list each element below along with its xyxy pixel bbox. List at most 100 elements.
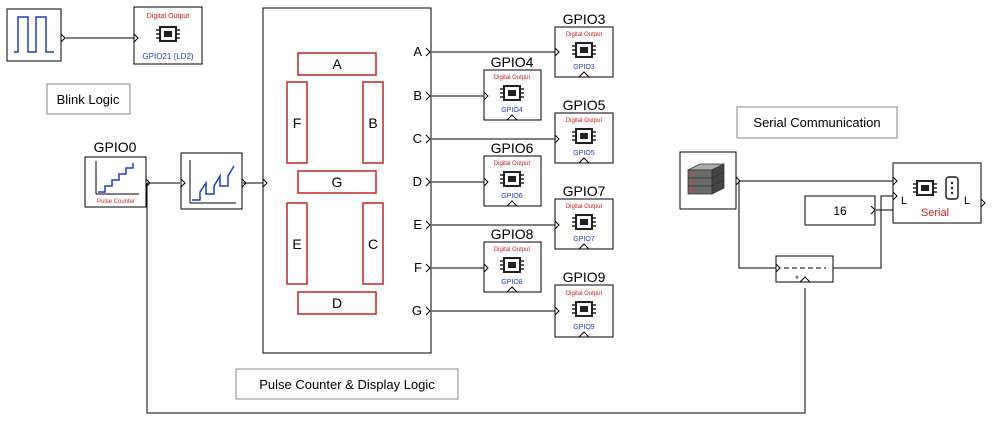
input-port-icon: [799, 276, 811, 283]
serial-label: Serial: [921, 207, 949, 219]
wire-mult-serial: [833, 195, 893, 269]
dout-gpio3[interactable]: GPIO3 Digital Output GPIO3: [554, 11, 614, 78]
sawtooth-icon: [192, 165, 235, 201]
seg-label-e: E: [292, 236, 301, 252]
output-port-icon: [145, 178, 151, 188]
dout-title-label: GPIO3: [563, 11, 606, 27]
seg-label-a: A: [332, 56, 342, 72]
serial-port-in: L: [901, 195, 907, 207]
dout-pin: GPIO8: [501, 279, 523, 286]
chip-icon: [912, 180, 938, 196]
port-label-a: A: [413, 44, 422, 59]
wire-server-mult: [738, 181, 776, 269]
chip-icon: [571, 214, 597, 230]
chip-icon: [571, 42, 597, 58]
serial-port-out: L: [964, 195, 970, 207]
dout-title-label: GPIO6: [491, 140, 534, 156]
chip-icon: [571, 301, 597, 317]
segment-e: [286, 202, 308, 285]
segment-f: [286, 81, 308, 164]
chip-icon: [571, 128, 597, 144]
output-port-icon: [60, 33, 66, 43]
dout-gpio5[interactable]: GPIO5 Digital Output GPIO5: [554, 97, 614, 164]
seven-segment-display[interactable]: A B C D E F G A B C D E F G: [262, 7, 432, 354]
segment-b: [362, 81, 384, 164]
counter-title: GPIO0: [94, 139, 137, 155]
input-port-icon: [775, 263, 781, 273]
input-port-icon: [180, 178, 186, 188]
blink-logic-label-box: Blink Logic: [46, 83, 131, 115]
chip-icon: [499, 257, 525, 273]
output-port-icon: [870, 205, 876, 215]
dout-caption: Digital Output: [566, 118, 603, 124]
dout-title-label: GPIO9: [563, 269, 606, 285]
dout-pin: GPIO9: [573, 324, 595, 331]
dout-title-label: GPIO5: [563, 97, 606, 113]
square-wave-block[interactable]: [6, 8, 66, 62]
segment-c: [362, 202, 384, 285]
input-port-icon: [133, 33, 139, 43]
port-label-f: F: [414, 260, 422, 275]
server-block[interactable]: [679, 151, 741, 210]
port-label-e: E: [413, 217, 422, 232]
chip-icon: [499, 85, 525, 101]
dout-caption: Digital Output: [494, 247, 531, 253]
dout-caption: Digital Output: [494, 75, 531, 81]
serial-port-icon: [945, 176, 959, 200]
staircase-block[interactable]: [180, 152, 247, 210]
serial-comm-label-box: Serial Communication: [736, 106, 898, 139]
output-port-icons: [425, 47, 431, 316]
dout-title-label: GPIO4: [491, 54, 534, 70]
segment-g: [297, 170, 377, 194]
chip-icon: [499, 171, 525, 187]
segment-d: [297, 291, 377, 315]
output-port-icon: [241, 178, 247, 188]
dout-caption: Digital Output: [494, 161, 531, 167]
pulse-display-label: Pulse Counter & Display Logic: [259, 377, 435, 392]
segment-a: [297, 52, 377, 76]
chip-icon: [155, 26, 181, 42]
serial-block[interactable]: L Serial L: [892, 162, 986, 224]
wire-counter-loop: [146, 183, 806, 414]
port-label-g: G: [412, 303, 422, 318]
dout-gpio6[interactable]: GPIO6 Digital Output GPIO6: [483, 140, 542, 207]
server-icon: [687, 163, 725, 195]
dout-pin: GPIO6: [501, 193, 523, 200]
blink-logic-label: Blink Logic: [57, 92, 120, 107]
input-port-icon: [892, 176, 898, 186]
wires: [66, 37, 893, 414]
seg-label-g: G: [332, 174, 343, 190]
dout-pin: GPIO3: [573, 64, 595, 71]
dout-pin: GPIO5: [573, 150, 595, 157]
port-label-d: D: [413, 174, 422, 189]
pulse-display-label-box: Pulse Counter & Display Logic: [235, 368, 459, 400]
mult-symbol: *: [795, 274, 799, 284]
dout-title: Digital Output: [147, 13, 189, 20]
counter-sub: Pulse Counter: [97, 199, 135, 205]
dout-gpio8[interactable]: GPIO8 Digital Output GPIO8: [483, 226, 542, 293]
seg-label-b: B: [368, 115, 377, 131]
port-label-b: B: [413, 88, 422, 103]
seg-label-c: C: [368, 236, 378, 252]
staircase-icon: [98, 163, 134, 193]
dout-caption: Digital Output: [566, 291, 603, 297]
seg-label-f: F: [293, 115, 302, 131]
serial-comm-label: Serial Communication: [753, 115, 880, 130]
dout-pin-label: GPIO21 (LD2): [142, 52, 193, 61]
dout-caption: Digital Output: [566, 204, 603, 210]
constant-block[interactable]: 16: [804, 195, 876, 226]
output-port-icon: [735, 176, 741, 186]
pulse-counter-block[interactable]: Pulse Counter: [84, 156, 151, 208]
seg-label-d: D: [332, 295, 342, 311]
dout-gpio7[interactable]: GPIO7 Digital Output GPIO7: [554, 183, 614, 250]
dout-gpio4[interactable]: GPIO4 Digital Output GPIO4: [483, 54, 542, 121]
const-value: 16: [833, 204, 847, 218]
input-port-icon: [262, 178, 268, 188]
dout-caption: Digital Output: [566, 32, 603, 38]
mult-block[interactable]: *: [775, 255, 834, 284]
digital-output-gpio21[interactable]: Digital Output GPIO21 (LD2): [133, 6, 203, 65]
dout-pin: GPIO7: [573, 236, 595, 243]
dout-gpio9[interactable]: GPIO9 Digital Output GPIO9: [554, 269, 614, 338]
port-label-c: C: [413, 131, 422, 146]
dout-pin: GPIO4: [501, 107, 523, 114]
